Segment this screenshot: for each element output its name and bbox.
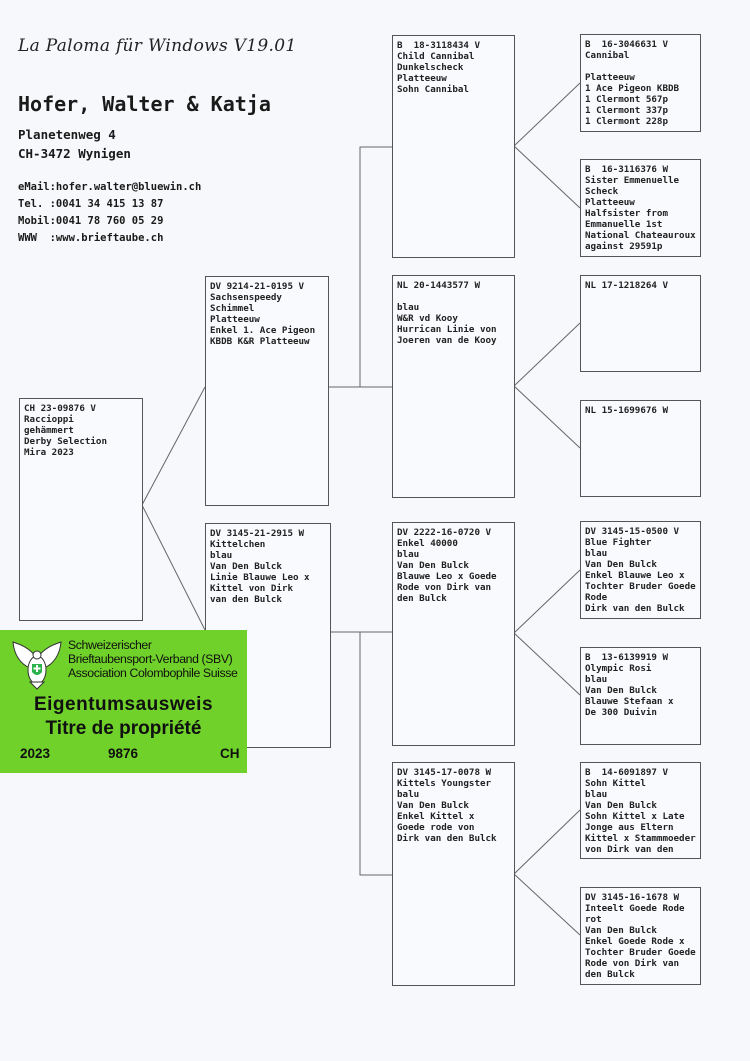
pedigree-box-dds: B 14-6091897 V Sohn Kittel blau Van Den … [580, 762, 701, 859]
country-code: CH [220, 746, 240, 761]
telephone: Tel. :0041 34 415 13 87 [18, 198, 164, 210]
pedigree-box-sds: NL 17-1218264 V [580, 275, 701, 372]
pedigree-box-sdd: NL 15-1699676 W [580, 400, 701, 497]
pedigree-box-sire-dam: NL 20-1443577 W blau W&R vd Kooy Hurrica… [392, 275, 515, 498]
owner-name: Hofer, Walter & Katja [18, 92, 271, 116]
pedigree-box-ssd: B 16-3116376 W Sister Emmenuelle Scheck … [580, 159, 701, 257]
box-text: B 14-6091897 V Sohn Kittel blau Van Den … [585, 767, 696, 855]
title-french: Titre de propriété [45, 718, 202, 739]
pedigree-box-sire-sire: B 18-3118434 V Child Cannibal Dunkelsche… [392, 35, 515, 258]
pedigree-box-sire: DV 9214-21-0195 V Sachsenspeedy Schimmel… [205, 276, 329, 506]
org-line-3: Association Colombophile Suisse [68, 666, 238, 680]
box-text: NL 15-1699676 W [585, 405, 668, 416]
connector-subject-dam [141, 504, 206, 631]
title-german: Eigentumsausweis [33, 694, 214, 715]
box-text: B 16-3046631 V Cannibal Platteeuw 1 Ace … [585, 39, 680, 127]
dove-logo-icon [12, 641, 62, 690]
box-text: B 13-6139919 W Olympic Rosi blau Van Den… [585, 652, 674, 718]
ring-year: 2023 [20, 746, 51, 761]
street: Planetenweg 4 [18, 127, 116, 142]
connector-sire-ss [359, 146, 392, 387]
website: WWW :www.brieftaube.ch [18, 232, 164, 244]
pedigree-box-dam-sire: DV 2222-16-0720 V Enkel 40000 blau Van D… [392, 522, 515, 746]
app-title: La Paloma für Windows V19.01 [18, 36, 297, 56]
box-text: B 16-3116376 W Sister Emmenuelle Scheck … [585, 164, 696, 252]
pedigree-box-dsd: B 13-6139919 W Olympic Rosi blau Van Den… [580, 647, 701, 745]
box-text: CH 23-09876 V Raccioppi gehämmert Derby … [24, 403, 107, 458]
connector-dam-dd [359, 632, 392, 876]
ownership-label: Schweizerischer Brieftaubensport-Verband… [0, 630, 247, 773]
org-line-2: Brieftaubensport-Verband (SBV) [68, 652, 233, 666]
pedigree-box-subject: CH 23-09876 V Raccioppi gehämmert Derby … [19, 398, 143, 621]
box-text: DV 2222-16-0720 V Enkel 40000 blau Van D… [397, 527, 497, 604]
pedigree-box-sss: B 16-3046631 V Cannibal Platteeuw 1 Ace … [580, 34, 701, 132]
connector-subject-sire [141, 386, 206, 506]
pedigree-box-dss: DV 3145-15-0500 V Blue Fighter blau Van … [580, 521, 701, 619]
email: eMail:hofer.walter@bluewin.ch [18, 181, 202, 193]
org-line-1: Schweizerischer [68, 638, 152, 652]
city: CH-3472 Wynigen [18, 146, 131, 161]
box-text: DV 9214-21-0195 V Sachsenspeedy Schimmel… [210, 281, 316, 347]
box-text: NL 17-1218264 V [585, 280, 668, 291]
box-text: DV 3145-21-2915 W Kittelchen blau Van De… [210, 528, 310, 605]
organisation-name: Schweizerischer Brieftaubensport-Verband… [68, 638, 238, 680]
box-text: DV 3145-16-1678 W Inteelt Goede Rode rot… [585, 892, 696, 980]
ring-number: 9876 [108, 746, 139, 761]
pedigree-box-dam-dam: DV 3145-17-0078 W Kittels Youngster balu… [392, 762, 515, 986]
mobile: Mobil:0041 78 760 05 29 [18, 215, 164, 227]
box-text: DV 3145-15-0500 V Blue Fighter blau Van … [585, 526, 696, 614]
pedigree-box-ddd: DV 3145-16-1678 W Inteelt Goede Rode rot… [580, 887, 701, 985]
box-text: NL 20-1443577 W blau W&R vd Kooy Hurrica… [397, 280, 497, 346]
box-text: DV 3145-17-0078 W Kittels Youngster balu… [397, 767, 497, 844]
box-text: B 18-3118434 V Child Cannibal Dunkelsche… [397, 40, 480, 95]
